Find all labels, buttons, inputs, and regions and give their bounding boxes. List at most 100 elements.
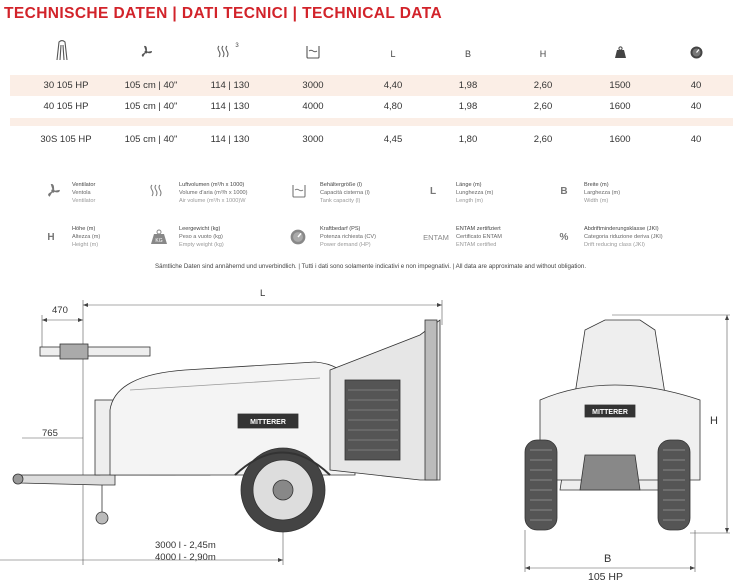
legend-label: Ventola	[72, 190, 91, 196]
legend-tank: Behältergröße (l) Capacità cisterna (l) …	[320, 181, 370, 205]
legend-label: Air volume (m³/h x 1000)W	[179, 198, 246, 204]
legend-label: Larghezza (m)	[584, 190, 621, 196]
legend-label: Height (m)	[72, 242, 99, 248]
fan-icon	[42, 180, 64, 202]
table-row: 30S 105 HP 105 cm | 40" 114 | 130 3000 4…	[10, 129, 733, 150]
legend-label: Volume d'aria (m³/h x 1000)	[179, 190, 248, 196]
legend-label: Peso a vuoto (kg)	[179, 234, 223, 240]
column-height: H	[539, 49, 547, 59]
table-cell: 30 105 HP	[43, 80, 89, 91]
height-icon: H	[47, 231, 55, 243]
legend-label: Luftvolumen (m³/h x 1000)	[179, 182, 245, 188]
dim-765-label: 765	[42, 428, 58, 439]
width-icon: B	[560, 185, 568, 197]
legend-label: ENTAM zertifiziert	[456, 226, 501, 232]
legend-fan: Ventilator Ventola Ventilator	[72, 181, 95, 205]
sprayer-rear-view: MITTERER	[524, 319, 701, 531]
table-cell: 1,80	[458, 134, 478, 145]
table-cell: 4,80	[383, 101, 403, 112]
power-icon	[681, 42, 711, 62]
legend-label: Abdriftminderungsklasse (JKI)	[584, 226, 659, 232]
legend-label: Power demand (HP)	[320, 242, 371, 248]
row-divider	[10, 118, 733, 126]
legend-label: Kraftbedarf (PS)	[320, 226, 361, 232]
legend-weight: Leergewicht (kg) Peso a vuoto (kg) Empty…	[179, 225, 224, 249]
legend-label: Behältergröße (l)	[320, 182, 362, 188]
table-row: 40 105 HP 105 cm | 40" 114 | 130 4000 4,…	[10, 96, 733, 117]
legend-airflow: Luftvolumen (m³/h x 1000) Volume d'aria …	[179, 181, 248, 205]
table-cell: 105 cm | 40"	[124, 80, 178, 91]
legend-label: Width (m)	[584, 198, 609, 204]
legend-label: Lunghezza (m)	[456, 190, 494, 196]
technical-drawing: MITTERER MITTERER	[0, 300, 730, 572]
legend-label: Empty weight (kg)	[179, 242, 224, 248]
column-width: B	[464, 49, 471, 59]
legend-label: Ventilator	[72, 182, 96, 188]
legend-label: Certificato ENTAM	[456, 234, 502, 240]
model-label: 105 HP	[588, 571, 624, 583]
table-cell: 1600	[609, 134, 631, 145]
table-cell: 2,60	[533, 134, 553, 145]
tank-icon	[298, 42, 328, 62]
legend-label: Potenza richiesta (CV)	[320, 234, 376, 240]
table-cell: 105 cm | 40"	[124, 101, 178, 112]
airflow-superscript: 3	[235, 43, 239, 49]
table-cell: 1600	[609, 101, 631, 112]
column-length: L	[390, 49, 396, 59]
table-row: 30 105 HP 105 cm | 40" 114 | 130 3000 4,…	[10, 75, 733, 96]
length-icon: L	[429, 185, 437, 197]
weight-icon	[605, 42, 635, 62]
sprayer-side-view: MITTERER	[12, 319, 441, 533]
legend-label: Categoria riduzione deriva (JKI)	[584, 234, 663, 240]
legend-height: Höhe (m) Altezza (m) Height (m)	[72, 225, 100, 249]
legend-label: Capacità cisterna (l)	[320, 190, 370, 196]
table-cell: 3000	[302, 80, 324, 91]
table-cell: 114 | 130	[210, 101, 250, 112]
airflow-icon: 3	[213, 42, 243, 62]
legend-width: Breite (m) Larghezza (m) Width (m)	[584, 181, 620, 205]
tank-icon	[288, 180, 310, 202]
legend-label: Altezza (m)	[72, 234, 101, 240]
legend-label: Höhe (m)	[72, 226, 96, 232]
table-cell: 1,98	[458, 101, 478, 112]
legend-label: Tank capacity (l)	[320, 198, 361, 204]
fan-icon	[131, 42, 161, 62]
airflow-icon	[148, 180, 170, 202]
dim-470-label: 470	[52, 305, 68, 316]
table-cell: 1500	[609, 80, 631, 91]
percent-icon: %	[559, 231, 569, 243]
legend-label: Leergewicht (kg)	[179, 226, 221, 232]
tower-icon	[47, 39, 77, 61]
table-cell: 2,60	[533, 80, 553, 91]
weight-badge: KG	[155, 238, 162, 244]
wheelbase-3000-label: 3000 l - 2,45m	[155, 540, 216, 551]
wheelbase-4000-label: 4000 l - 2,90m	[155, 552, 216, 563]
legend-label: Breite (m)	[584, 182, 609, 188]
table-cell: 114 | 130	[210, 134, 250, 145]
brand-label: MITTERER	[592, 409, 628, 416]
table-cell: 40	[690, 101, 702, 112]
legend-entam: ENTAM zertifiziert Certificato ENTAM ENT…	[456, 225, 502, 249]
power-icon	[287, 226, 309, 248]
weight-icon: KG	[148, 226, 170, 248]
legend-label: Length (m)	[456, 198, 484, 204]
table-cell: 40 105 HP	[43, 101, 89, 112]
table-cell: 40	[690, 134, 702, 145]
legend-power: Kraftbedarf (PS) Potenza richiesta (CV) …	[320, 225, 376, 249]
legend-length: Länge (m) Lunghezza (m) Length (m)	[456, 181, 493, 205]
legend-label: Länge (m)	[456, 182, 482, 188]
table-cell: 40	[690, 80, 702, 91]
legend-label: Ventilator	[72, 198, 96, 204]
legend-label: Drift reducing class (JKI)	[584, 242, 645, 248]
table-cell: 114 | 130	[210, 80, 250, 91]
table-cell: 30S 105 HP	[40, 134, 92, 145]
table-cell: 4,45	[383, 134, 403, 145]
page-title: TECHNISCHE DATEN | DATI TECNICI | TECHNI…	[4, 5, 443, 22]
table-cell: 3000	[302, 134, 324, 145]
table-cell: 1,98	[458, 80, 478, 91]
dim-width-label: B	[604, 553, 612, 565]
dim-length-label: L	[260, 288, 266, 299]
entam-icon: ENTAM	[423, 232, 449, 242]
table-cell: 2,60	[533, 101, 553, 112]
legend-drift: Abdriftminderungsklasse (JKI) Categoria …	[584, 225, 663, 249]
